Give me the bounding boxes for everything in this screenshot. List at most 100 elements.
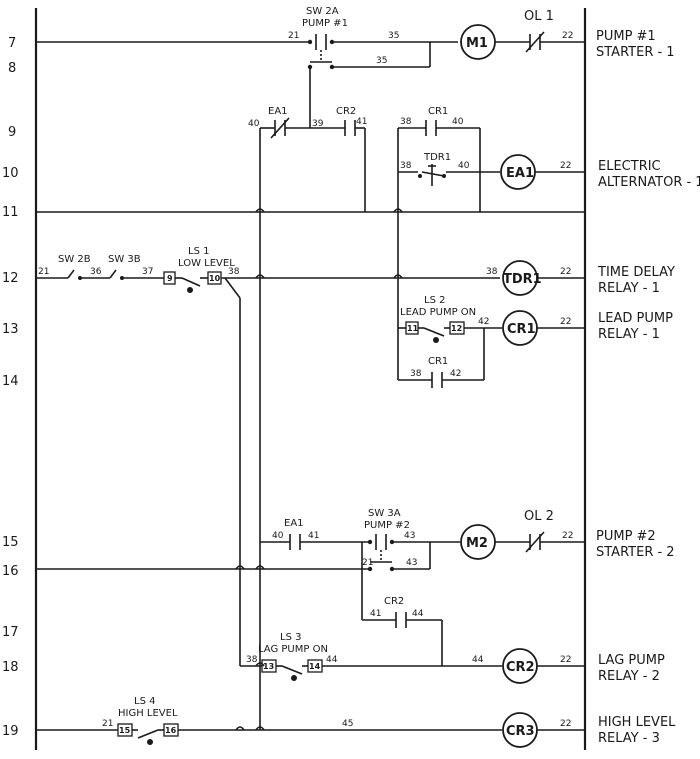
ea1-no-label: EA1 xyxy=(284,518,304,529)
rung-number: 17 xyxy=(2,625,19,640)
sw3b-label: SW 3B xyxy=(108,254,141,265)
wire-number: 38 xyxy=(246,655,258,665)
ea1-nc-label: EA1 xyxy=(268,106,288,117)
wire-number: 42 xyxy=(450,369,461,379)
terminal-label: 13 xyxy=(263,662,274,671)
cr3-coil-label: CR3 xyxy=(506,724,535,739)
wire-number: 44 xyxy=(412,609,424,619)
wire-number: 38 xyxy=(486,267,498,277)
terminal-label: 14 xyxy=(309,662,321,671)
m1-coil-label: M1 xyxy=(466,36,488,51)
rung-16: 21 43 xyxy=(36,542,431,572)
wire-number: 22 xyxy=(560,719,571,729)
tdr-desc-line2: RELAY - 1 xyxy=(598,281,660,296)
rung-11 xyxy=(36,172,585,213)
wire-number: 43 xyxy=(406,558,417,568)
tdr-desc: TIME DELAY xyxy=(597,265,675,280)
terminal-label: 12 xyxy=(451,324,462,333)
lag-desc-line2: RELAY - 2 xyxy=(598,669,660,684)
pump1-desc-line2: STARTER - 1 xyxy=(596,45,675,60)
rung-number: 19 xyxy=(2,724,19,739)
ls4-sublabel: HIGH LEVEL xyxy=(118,708,178,719)
lead-desc: LEAD PUMP xyxy=(598,311,673,326)
sw3a-sublabel: PUMP #2 xyxy=(364,520,410,531)
ls3-sublabel: LAG PUMP ON xyxy=(258,644,328,655)
wire-number: 21 xyxy=(288,31,299,41)
rung-14: CR1 38 42 xyxy=(398,356,484,388)
rung-19: 15 16 CR3 LS 4 HIGH LEVEL 21 45 22 HIGH … xyxy=(36,696,676,748)
wire-number: 22 xyxy=(560,655,571,665)
rung-9: EA1 CR2 40 39 41 CR1 38 40 xyxy=(248,106,481,730)
wire-number: 22 xyxy=(562,531,573,541)
wire-number: 40 xyxy=(272,531,284,541)
wire-number: 36 xyxy=(90,267,102,277)
sw2a-sublabel: PUMP #1 xyxy=(302,18,348,29)
wire-number: 40 xyxy=(452,117,464,127)
lag-desc: LAG PUMP xyxy=(598,653,665,668)
terminal-label: 15 xyxy=(119,726,131,735)
rung-18: 13 14 CR2 LS 3 LAG PUMP ON 38 44 44 22 L… xyxy=(240,632,665,684)
cr2-b-contact-label: CR2 xyxy=(384,596,404,607)
ls2-label: LS 2 xyxy=(424,295,445,306)
wire-number: 21 xyxy=(38,267,49,277)
terminal-label: 9 xyxy=(167,274,173,283)
terminal-label: 11 xyxy=(407,324,419,333)
wire-number: 41 xyxy=(356,117,367,127)
rung-numbers: 7 8 9 10 11 12 13 14 15 16 17 18 19 xyxy=(2,36,19,739)
ls1-sublabel: LOW LEVEL xyxy=(178,258,235,269)
alt-desc-line2: ALTERNATOR - 1 xyxy=(598,175,700,190)
wire-number: 44 xyxy=(472,655,484,665)
wire-number: 41 xyxy=(308,531,319,541)
rung-number: 15 xyxy=(2,535,19,550)
wire-number: 37 xyxy=(142,267,153,277)
ls3-label: LS 3 xyxy=(280,632,301,643)
terminal-label: 16 xyxy=(165,726,177,735)
wire-number: 38 xyxy=(400,117,412,127)
cr2-coil-label: CR2 xyxy=(506,660,535,675)
high-desc-line2: RELAY - 3 xyxy=(598,731,660,746)
rung-number: 8 xyxy=(8,61,16,76)
wire-number: 40 xyxy=(248,119,260,129)
wire-number: 22 xyxy=(560,267,571,277)
wire-number: 40 xyxy=(458,161,470,171)
tdr1-contact-label: TDR1 xyxy=(423,152,451,163)
wire-number: 22 xyxy=(560,161,571,171)
pump2-desc: PUMP #2 xyxy=(596,529,656,544)
rung-number: 12 xyxy=(2,271,19,286)
sw3a-label: SW 3A xyxy=(368,508,401,519)
sw2b-label: SW 2B xyxy=(58,254,91,265)
cr2-contact-label: CR2 xyxy=(336,106,356,117)
wire-number: 38 xyxy=(410,369,422,379)
rung-13: 11 12 CR1 LS 2 LEAD PUMP ON 42 22 LEAD P… xyxy=(398,295,673,380)
cr1-b-contact-label: CR1 xyxy=(428,356,448,367)
rung-number: 9 xyxy=(8,125,16,140)
ea1-coil-label: EA1 xyxy=(506,166,534,181)
ol2-label: OL 2 xyxy=(524,509,554,524)
sw2a-label: SW 2A xyxy=(306,6,339,17)
wire-number: 44 xyxy=(326,655,338,665)
m2-coil-label: M2 xyxy=(466,536,488,551)
rung-number: 16 xyxy=(2,564,19,579)
rung-number: 11 xyxy=(2,205,19,220)
cr1-coil-label: CR1 xyxy=(507,322,536,337)
wire-number: 21 xyxy=(362,558,373,568)
rung-12: 9 10 TDR1 SW 2B SW 3B LS 1 LOW LEVEL 21 … xyxy=(36,246,675,666)
ls1-label: LS 1 xyxy=(188,246,209,257)
pump1-desc: PUMP #1 xyxy=(596,29,656,44)
wire-number: 39 xyxy=(312,119,324,129)
wire-number: 35 xyxy=(376,56,387,66)
wire-number: 35 xyxy=(388,31,399,41)
rung-8: 35 xyxy=(307,42,431,128)
wire-number: 41 xyxy=(370,609,381,619)
pump2-desc-line2: STARTER - 2 xyxy=(596,545,675,560)
wire-number: 45 xyxy=(342,719,353,729)
wire-number: 43 xyxy=(404,531,415,541)
wire-number: 42 xyxy=(478,317,489,327)
wire-number: 22 xyxy=(560,317,571,327)
ls2-sublabel: LEAD PUMP ON xyxy=(400,307,476,318)
rung-number: 18 xyxy=(2,660,19,675)
ls4-label: LS 4 xyxy=(134,696,155,707)
alt-desc: ELECTRIC xyxy=(598,159,661,174)
rung-number: 10 xyxy=(2,166,19,181)
